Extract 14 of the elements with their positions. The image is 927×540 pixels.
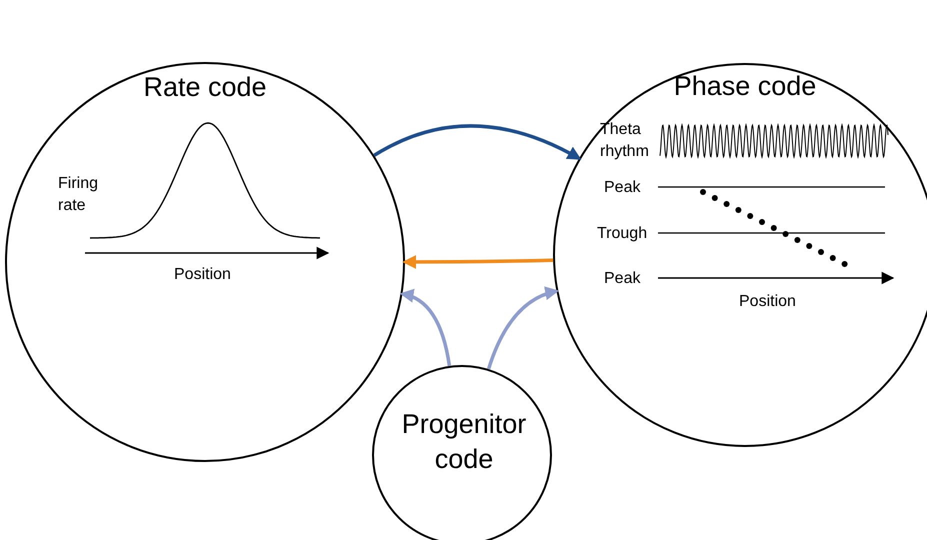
node-title: Rate code (142, 71, 268, 104)
arrow (373, 124, 582, 160)
axis-label: Trough (597, 224, 648, 244)
axis-label: Position (739, 292, 796, 312)
node-title: Phase code (672, 70, 818, 103)
axis-label: Peak (604, 178, 640, 198)
axis-label: Theta rhythm (600, 120, 650, 162)
axis-label: Position (174, 265, 231, 285)
arrow (486, 287, 560, 370)
arrow (400, 290, 452, 366)
axis-label: Firing rate (58, 174, 100, 216)
axis-label: Peak (604, 269, 640, 289)
node-title: Progenitor code (400, 408, 528, 476)
arrow (402, 255, 554, 269)
